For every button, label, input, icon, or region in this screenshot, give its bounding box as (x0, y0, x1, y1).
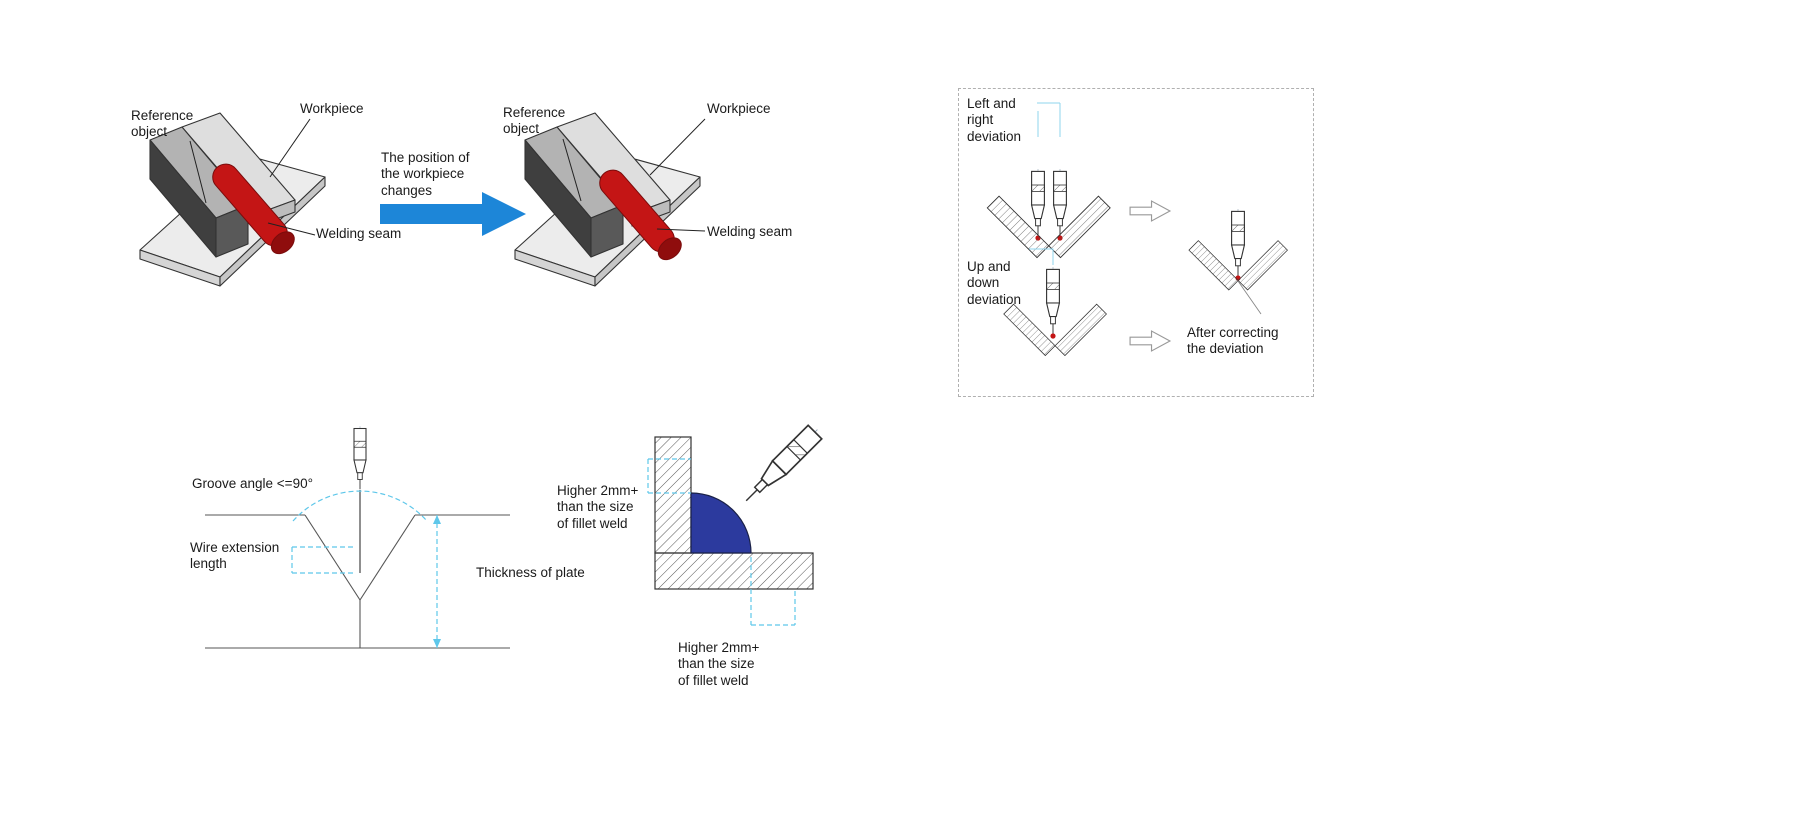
deviation-correction-panel: Left and right deviation Up and down dev… (958, 88, 1314, 397)
guide-lines (1029, 248, 1054, 265)
workpiece-label: Workpiece (707, 101, 771, 116)
groove-angle-illustration (205, 425, 510, 649)
welding-seam (599, 169, 682, 261)
welding-torch-icon (353, 425, 367, 490)
up-down-deviation-label: Up and down deviation (967, 259, 1022, 307)
higher-2mm-top-label: Higher 2mm+ than the size of fillet weld (557, 483, 639, 531)
leader-lines (189, 118, 316, 236)
workpiece-label: Workpiece (300, 101, 364, 116)
deviation-illustrations (986, 102, 1288, 356)
blue-right-arrow-icon (380, 192, 526, 236)
groove-angle-arc (292, 490, 428, 522)
result-arrow-icon (1129, 330, 1171, 352)
higher-2mm-bottom-label: Higher 2mm+ than the size of fillet weld (678, 640, 760, 688)
welding-seam-label: Welding seam (316, 226, 402, 241)
position-change-caption: The position of the workpiece changes (381, 150, 470, 198)
v-groove-workpiece (986, 195, 1111, 259)
after-correcting-label: After correcting the deviation (1187, 325, 1279, 357)
wire-extension-label: Wire extension length (190, 540, 280, 572)
welding-torch-icon (1053, 169, 1067, 237)
welding-seam (212, 163, 295, 255)
seam-path-line (1237, 280, 1262, 315)
dimension-arrowhead (433, 515, 441, 524)
result-arrow-icon (1129, 200, 1171, 222)
weld-point (1050, 333, 1056, 339)
groove-angle-label: Groove angle <=90° (192, 476, 313, 491)
fillet-weld-illustration (647, 421, 826, 626)
welding-torch-icon (1231, 209, 1245, 277)
top-dimension-lines (647, 458, 691, 494)
bottom-dimension-lines (750, 557, 796, 626)
welding-torch-icon (1031, 169, 1045, 237)
before-assembly-illustration (139, 112, 326, 287)
dimension-arrowhead (433, 639, 441, 648)
guide-lines (1037, 102, 1061, 137)
thickness-of-plate-label: Thickness of plate (476, 565, 585, 580)
horizontal-plate (654, 552, 814, 590)
plate-outline (205, 514, 510, 649)
welding-seam-label: Welding seam (707, 224, 793, 239)
fillet-weld-bead (690, 492, 752, 554)
reference-object-label: Reference object (503, 105, 566, 137)
welding-torch-icon (738, 421, 826, 509)
wire-extension-dimension (291, 546, 356, 574)
vertical-plate (654, 436, 692, 554)
welding-torch-icon (1046, 267, 1060, 335)
leader-lines (562, 118, 706, 232)
left-right-deviation-label: Left and right deviation (967, 96, 1022, 144)
reference-object-label: Reference object (131, 108, 194, 140)
after-assembly-illustration (514, 112, 706, 287)
